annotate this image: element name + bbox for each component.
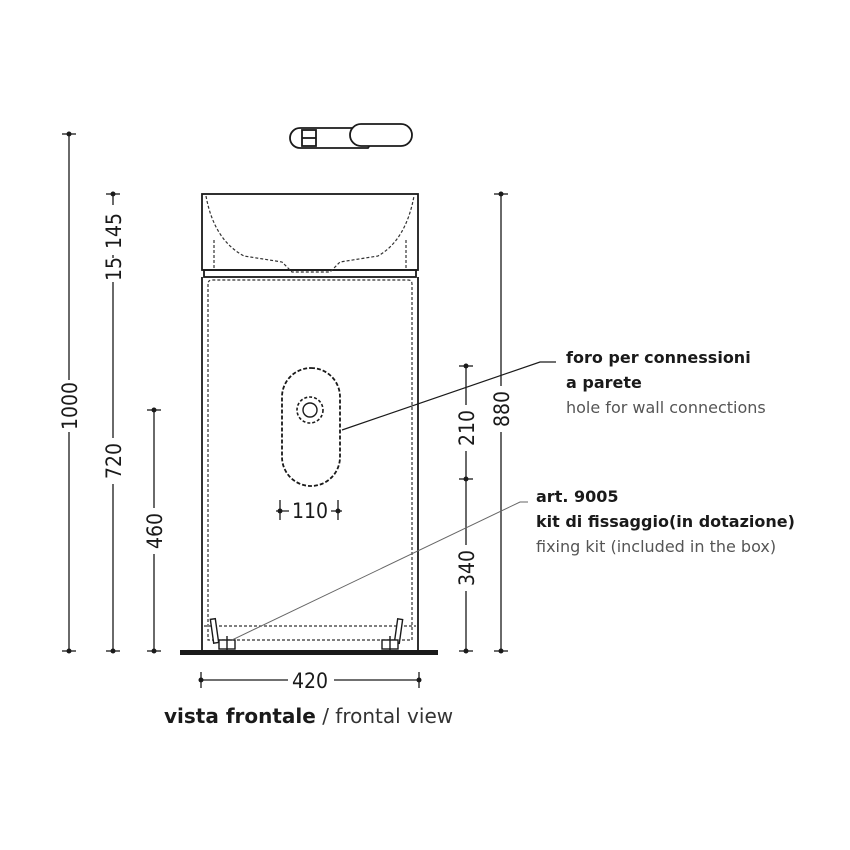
dimension-labels: 1000 145 15 720 460 880 210 340 110 420 xyxy=(58,205,514,693)
fixing-kit-line3: fixing kit (included in the box) xyxy=(536,537,776,556)
dim-460: 460 xyxy=(143,513,167,549)
dim-110: 110 xyxy=(292,499,328,523)
dimension-dots xyxy=(66,131,504,683)
caption-light: frontal view xyxy=(335,704,453,728)
wall-hole-line3: hole for wall connections xyxy=(566,398,766,417)
fixing-kit-line1: art. 9005 xyxy=(536,487,619,506)
wall-hole-line1: foro per connessioni xyxy=(566,348,751,367)
leader-fixing-kit xyxy=(231,501,528,641)
dim-420: 420 xyxy=(292,669,328,693)
dim-15: 15 xyxy=(102,257,126,281)
washbasin-outline xyxy=(201,193,419,651)
basin-bowl-hidden-line xyxy=(205,195,415,273)
fixing-bracket-right xyxy=(381,618,404,654)
dim-720: 720 xyxy=(102,443,126,479)
callout-fixing-kit: art. 9005 kit di fissaggio(in dotazione)… xyxy=(536,487,795,556)
column-inner-hidden-line xyxy=(204,279,416,641)
top-view-faucet-icon xyxy=(289,123,413,149)
wall-connection-hole xyxy=(281,367,341,487)
leader-lines xyxy=(231,361,556,641)
callout-wall-hole: foro per connessioni a parete hole for w… xyxy=(566,348,766,417)
dim-1000: 1000 xyxy=(58,382,82,430)
dim-210: 210 xyxy=(455,410,479,446)
dimension-lines xyxy=(62,133,508,688)
view-caption: vista frontale / frontal view xyxy=(164,704,453,728)
fixing-kit-line2: kit di fissaggio(in dotazione) xyxy=(536,512,795,531)
floor-base-plate xyxy=(180,650,438,655)
caption-separator: / xyxy=(316,704,335,728)
fixing-bracket-left xyxy=(209,617,236,654)
caption-bold: vista frontale xyxy=(164,704,316,728)
dim-145: 145 xyxy=(102,213,126,249)
dim-340: 340 xyxy=(455,550,479,586)
leader-wall-hole xyxy=(341,361,556,431)
dim-880: 880 xyxy=(490,391,514,427)
wall-hole-line2: a parete xyxy=(566,373,642,392)
